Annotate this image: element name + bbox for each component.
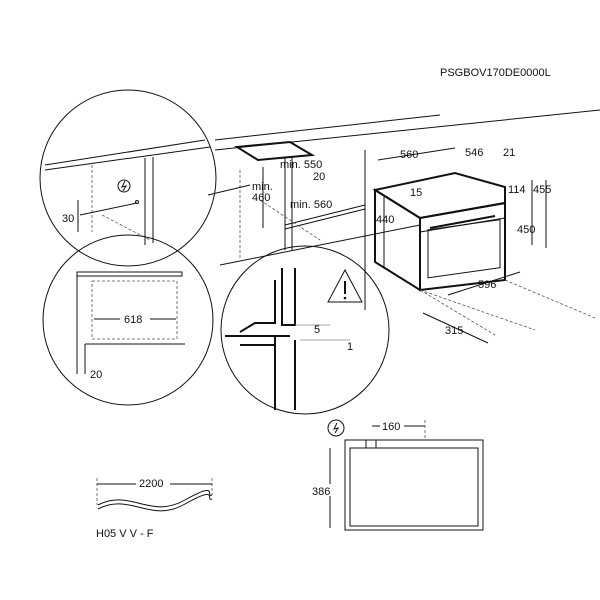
oven-rear-view <box>329 420 484 531</box>
dim-gap-5: 5 <box>314 324 320 336</box>
dim-546: 546 <box>465 147 483 159</box>
dim-min-460-line1: min. <box>252 181 273 193</box>
dim-618: 618 <box>124 314 142 326</box>
dim-560: 560 <box>400 149 418 161</box>
electric-socket-icon <box>327 419 345 437</box>
detail-gap-circle <box>220 245 390 415</box>
dim-min-550: min. 550 <box>280 159 322 171</box>
dim-gap-1: 1 <box>347 341 353 353</box>
electric-socket-icon <box>117 179 131 193</box>
oven-body <box>372 171 596 336</box>
dim-450: 450 <box>517 224 535 236</box>
cable-type: H05 V V - F <box>96 528 154 540</box>
model-code: PSGBOV170DE0000L <box>440 67 551 79</box>
dim-cable-length: 2200 <box>139 478 163 490</box>
dim-21: 21 <box>503 147 515 159</box>
dim-socket-height-386: 386 <box>312 486 330 498</box>
dim-min-560: min. 560 <box>290 199 332 211</box>
detail-width-circle <box>42 234 214 406</box>
dim-15: 15 <box>410 187 422 199</box>
dim-114: 114 <box>508 184 526 196</box>
hob-cutout <box>233 140 316 162</box>
detail-socket-circle <box>39 89 251 267</box>
cabinet-niche <box>214 109 600 310</box>
dim-315: 315 <box>445 325 463 337</box>
dim-side-20: 20 <box>90 369 102 381</box>
dim-socket-offset-160: 160 <box>382 421 400 433</box>
dim-30: 30 <box>62 213 74 225</box>
dim-455: 455 <box>533 184 551 196</box>
warning-triangle-icon <box>327 268 363 303</box>
dim-440: 440 <box>376 214 394 226</box>
dim-min-460-line2: 460 <box>252 192 270 204</box>
dim-20: 20 <box>313 171 325 183</box>
dim-596: 596 <box>478 279 496 291</box>
